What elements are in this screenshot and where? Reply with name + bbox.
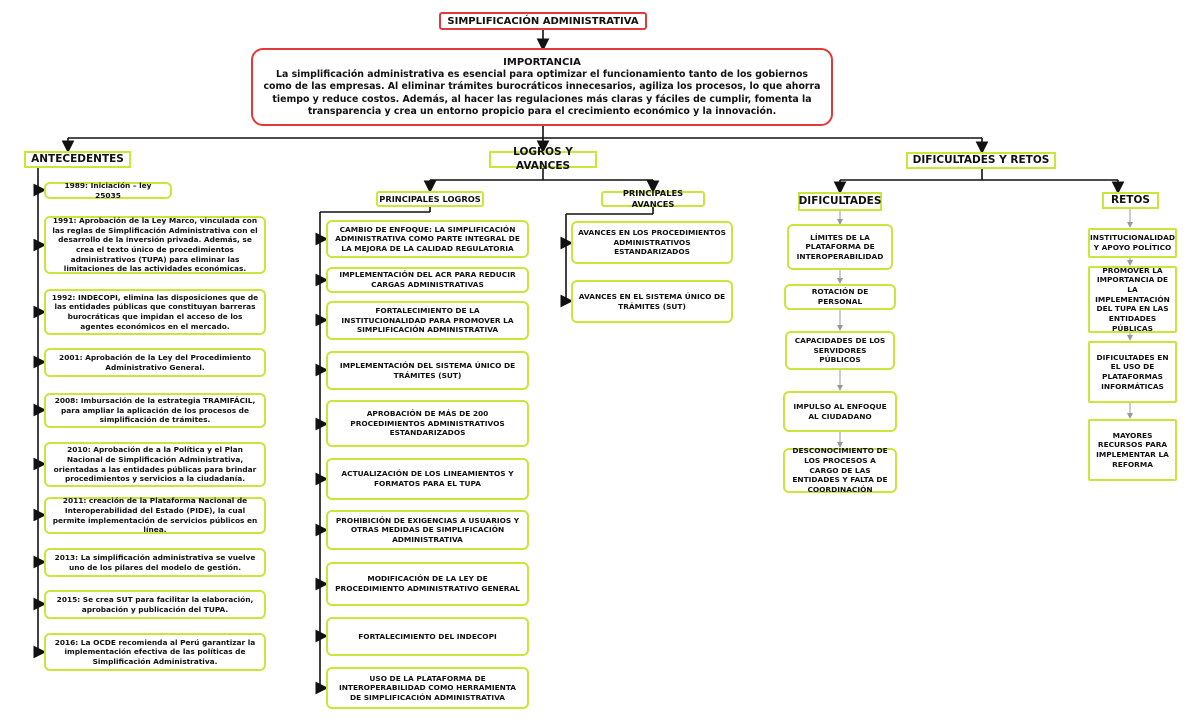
section-logros-avances: LOGROS Y AVANCES [489,146,597,172]
antecedente-item: 2011: creación de la Plataforma Nacional… [44,496,266,534]
dificultad-item: DESCONOCIMIENTO DE LOS PROCESOS A CARGO … [783,446,897,494]
logro-item: USO DE LA PLATAFORMA DE INTEROPERABILIDA… [326,667,529,709]
antecedente-item: 2015: Se crea SUT para facilitar la elab… [44,590,266,619]
retos-header: RETOS [1102,192,1159,209]
principales-avances-header: PRINCIPALES AVANCES [601,188,705,209]
logro-item: APROBACIÓN DE MÁS DE 200 PROCEDIMIENTOS … [326,400,529,447]
reto-item: DIFICULTADES EN EL USO DE PLATAFORMAS IN… [1088,341,1177,403]
importance-text: La simplificación administrativa es esen… [263,69,821,117]
antecedente-item: 2010: Aprobación de a la Política y el P… [44,442,266,487]
logro-item: IMPLEMENTACIÓN DEL ACR PARA REDUCIR CARG… [326,267,529,293]
dificultades-header: DIFICULTADES [798,192,882,211]
section-antecedentes: ANTECEDENTES [24,151,131,168]
avance-item: AVANCES EN EL SISTEMA ÚNICO DE TRÁMITES … [571,280,733,323]
antecedente-item: 1991: Aprobación de la Ley Marco, vincul… [44,216,266,274]
antecedente-item: 2008: Imbursación de la estrategia TRAMI… [44,393,266,428]
section-dificultades-retos: DIFICULTADES Y RETOS [906,152,1056,169]
antecedente-item: 2013: La simplificación administrativa s… [44,548,266,577]
dificultad-item: IMPULSO AL ENFOQUE AL CIUDADANO [783,391,897,432]
logro-item: MODIFICACIÓN DE LA LEY DE PROCEDIMIENTO … [326,562,529,606]
root-title: SIMPLIFICACIÓN ADMINISTRATIVA [439,12,647,30]
dificultad-item: LÍMITES DE LA PLATAFORMA DE INTEROPERABI… [787,224,893,270]
reto-item: INSTITUCIONALIDAD Y APOYO POLÍTICO [1088,228,1177,258]
reto-item: MAYORES RECURSOS PARA IMPLEMENTAR LA REF… [1088,419,1177,481]
logro-item: IMPLEMENTACIÓN DEL SISTEMA ÚNICO DE TRÁM… [326,351,529,390]
reto-item: PROMOVER LA IMPORTANCIA DE LA IMPLEMENTA… [1088,266,1177,333]
antecedente-item: 2001: Aprobación de la Ley del Procedimi… [44,348,266,377]
dificultad-item: ROTACIÓN DE PERSONAL [784,284,896,310]
dificultad-item: CAPACIDADES DE LOS SERVIDORES PÚBLICOS [785,331,895,370]
antecedente-item: 1992: INDECOPI, elimina las disposicione… [44,289,266,335]
logro-item: CAMBIO DE ENFOQUE: LA SIMPLIFICACIÓN ADM… [326,220,529,258]
principales-logros-header: PRINCIPALES LOGROS [376,191,484,207]
antecedente-item: 1989: Iniciación – ley 25035 [44,181,172,200]
avance-item: AVANCES EN LOS PROCEDIMIENTOS ADMINISTRA… [571,221,733,264]
logro-item: FORTALECIMIENTO DE LA INSTITUCIONALIDAD … [326,301,529,340]
logro-item: FORTALECIMIENTO DEL INDECOPI [326,617,529,656]
logro-item: PROHIBICIÓN DE EXIGENCIAS A USUARIOS Y O… [326,510,529,550]
antecedente-item: 2016: La OCDE recomienda al Perú garanti… [44,633,266,671]
importance-box: IMPORTANCIA La simplificación administra… [251,48,833,126]
logro-item: ACTUALIZACIÓN DE LOS LINEAMIENTOS Y FORM… [326,458,529,500]
importance-heading: IMPORTANCIA [503,57,581,69]
